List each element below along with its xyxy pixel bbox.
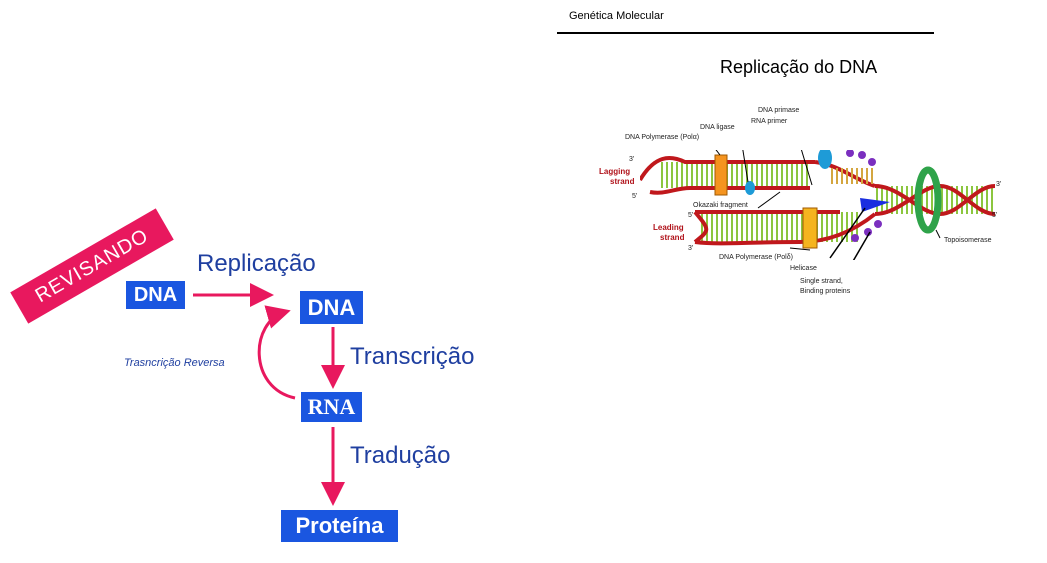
label-leading: Leading <box>653 223 684 232</box>
leading-backbone-bottom <box>694 212 877 246</box>
ssb-protein <box>868 158 876 166</box>
label-lagging: Lagging <box>599 167 631 176</box>
leader-line <box>829 207 866 259</box>
translation-label: Tradução <box>350 442 451 469</box>
label-lagging-strand: strand <box>610 177 635 186</box>
helicase <box>860 198 890 212</box>
replication-fork-illustration <box>640 150 996 260</box>
reverse-transcription-label: Trasncrição Reversa <box>124 357 225 369</box>
replication-label: Replicação <box>197 250 316 277</box>
label-5prime-mid: 5' <box>688 212 694 219</box>
label-dna-polymerase-alpha: DNA Polymerase (Polα) <box>625 134 700 141</box>
label-dna-ligase: DNA ligase <box>700 124 735 131</box>
label-3prime-top: 3' <box>629 156 635 163</box>
leader-line <box>935 229 941 239</box>
transcription-label: Transcrição <box>350 343 475 370</box>
label-dna-polymerase-delta: DNA Polymerase (Polδ) <box>719 254 793 261</box>
label-dna-primase: DNA primase <box>758 107 800 114</box>
dna-target-label: DNA <box>307 294 356 320</box>
label-5prime-top: 5' <box>632 193 638 200</box>
dna-primase <box>818 150 832 169</box>
topoisomerase <box>914 166 942 234</box>
ssb-protein <box>851 234 859 242</box>
label-3prime-bottom: 3' <box>688 245 694 252</box>
leader-line <box>757 191 781 209</box>
leader-line <box>742 150 749 183</box>
ssb-protein <box>846 150 854 157</box>
single-strand-upper <box>830 168 875 184</box>
label-5prime-right: 5' <box>992 212 998 219</box>
lagging-backbone-bottom <box>649 186 810 195</box>
label-leading-strand: strand <box>660 233 685 242</box>
protein-label: Proteína <box>295 513 384 538</box>
ssb-protein <box>874 220 882 228</box>
ssb-protein <box>864 228 872 236</box>
lagging-rungs <box>660 162 810 188</box>
rna-label: RNA <box>307 394 356 419</box>
label-okazaki-fragment: Okazaki fragment <box>693 202 748 209</box>
rna-box: RNA <box>301 392 362 422</box>
dna-ligase <box>745 181 755 195</box>
dna-source-box: DNA <box>126 281 185 309</box>
dna-polymerase-delta <box>802 207 818 249</box>
leader-line <box>715 150 721 156</box>
label-ssb-line2: Binding proteins <box>800 288 851 295</box>
dna-target-box: DNA <box>300 291 363 324</box>
dna-source-label: DNA <box>133 283 178 306</box>
lagging-backbone-top <box>640 156 815 182</box>
label-3prime-right: 3' <box>996 181 1002 188</box>
reverse-transcription-arrow <box>257 305 296 400</box>
leader-line <box>800 150 813 186</box>
leader-line <box>789 247 811 251</box>
ssb-protein <box>858 151 866 159</box>
slide-header: Genética Molecular <box>569 10 664 22</box>
dna-polymerase-alpha <box>714 154 728 196</box>
label-ssb-line1: Single strand, <box>800 278 843 285</box>
header-divider <box>557 32 934 34</box>
label-topoisomerase: Topoisomerase <box>944 237 992 244</box>
protein-box: Proteína <box>281 510 398 542</box>
label-rna-primer: RNA primer <box>751 118 788 125</box>
figure-title: Replicação do DNA <box>720 57 878 77</box>
label-helicase: Helicase <box>790 265 817 272</box>
leader-line <box>852 231 871 260</box>
leading-twist <box>693 210 709 244</box>
